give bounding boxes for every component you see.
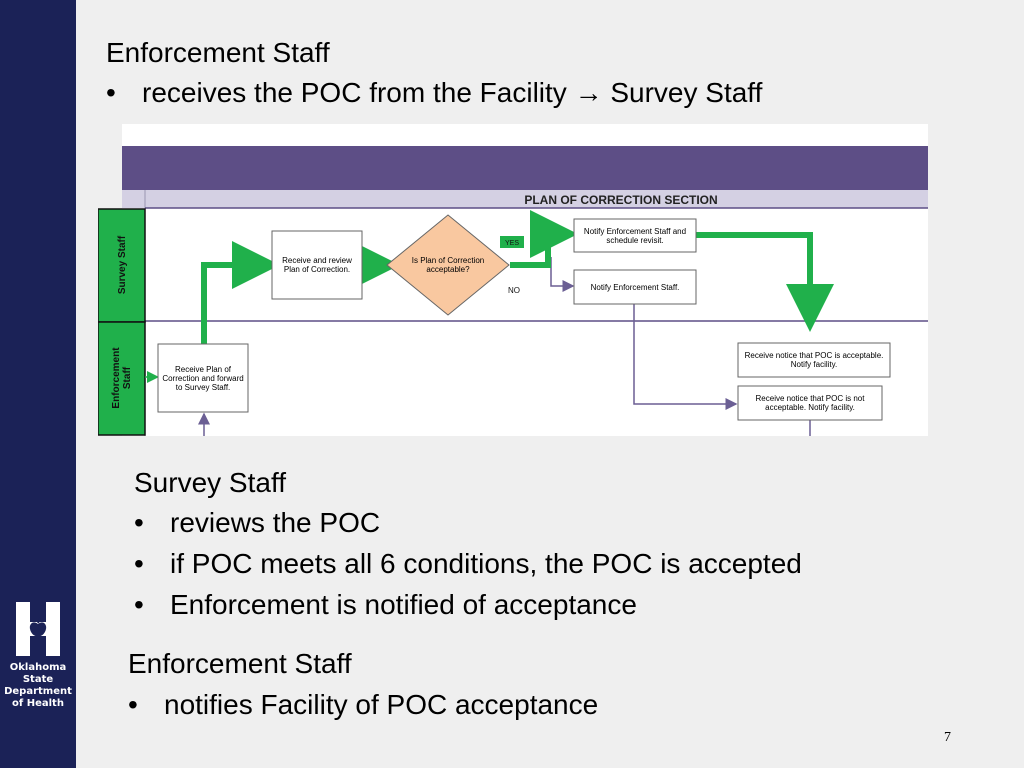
bullet-text: receives the POC from the Facility [142,77,575,108]
notify-revisit-label: Notify Enforcement Staff and schedule re… [583,226,687,245]
lane-label: EnforcementStaff [111,347,133,409]
yes-label: YES [505,240,519,247]
logo-line: of Health [12,698,64,709]
bullet-marker: • [134,589,144,620]
section1-heading: Enforcement Staff [106,37,330,68]
decision-label: Is Plan of Correction acceptable? [411,256,485,274]
bullet-text: notifies Facility of POC acceptance [164,689,599,720]
flowchart: PLAN OF CORRECTION SECTION Survey Staff … [97,124,928,436]
not-acceptable-label: Receive notice that POC is not acceptabl… [755,394,865,412]
forward-flow [201,241,280,344]
bullet-marker: • [128,689,138,720]
diagram-header-bar [122,146,928,190]
lane-label: Survey Staff [117,235,128,294]
receive-review-box [271,230,363,300]
lane-enforcement-staff [97,321,146,436]
decision-diamond [386,214,510,316]
section-title-bar [122,190,928,208]
oklahoma-health-logo-icon [16,602,60,656]
bullet-text: reviews the POC [170,507,381,538]
acceptable-flow [696,232,834,332]
bullet-text: Enforcement is notified of acceptance [170,589,637,620]
poc-flow-diagram: PLAN OF CORRECTION SECTION Survey Staff … [97,124,928,436]
acceptable-box [737,342,891,378]
bullet-text: if POC meets all 6 conditions, the POC i… [170,548,802,579]
receive-plan-box [157,343,249,413]
logo-line: State [22,674,54,685]
not-acceptable-box [737,385,883,421]
acceptable-label: Receive notice that POC is acceptable. N… [744,351,884,369]
notify-box [573,269,697,305]
section2-bullet: • Enforcement is notified of acceptance [134,588,637,622]
receive-review-label: Receive and review Plan of Correction. [282,256,352,274]
no-label: NO [508,286,520,295]
section-title: PLAN OF CORRECTION SECTION [524,193,717,207]
yes-badge [500,236,524,248]
bullet-marker: • [134,507,144,538]
lane-survey-staff [97,208,146,323]
page-number: 7 [944,730,951,745]
receive-plan-label: Receive Plan of Correction and forward t… [162,364,244,392]
bullet-text-after: Survey Staff [602,77,763,108]
section3-heading: Enforcement Staff [128,648,352,679]
section2-bullet: • reviews the POC [134,506,380,540]
section2-bullet: • if POC meets all 6 conditions, the POC … [134,547,802,581]
notify-revisit-box [573,218,697,253]
bullet-marker: • [106,77,116,108]
section2-heading: Survey Staff [134,467,287,498]
not-acceptable-flow [633,304,738,410]
section3-bullet: • notifies Facility of POC acceptance [128,688,598,722]
notify-label: Notify Enforcement Staff. [590,282,680,292]
bullet-marker: • [134,548,144,579]
logo-line: Department [4,686,72,697]
sidebar: Oklahoma State Department of Health [0,0,76,768]
logo-line: Oklahoma [9,662,67,673]
logo: Oklahoma State Department of Health [0,600,76,710]
arrow-right-icon: → [574,77,603,108]
yes-flow [510,210,578,268]
section1-bullet: • receives the POC from the Facility → Su… [106,76,762,110]
